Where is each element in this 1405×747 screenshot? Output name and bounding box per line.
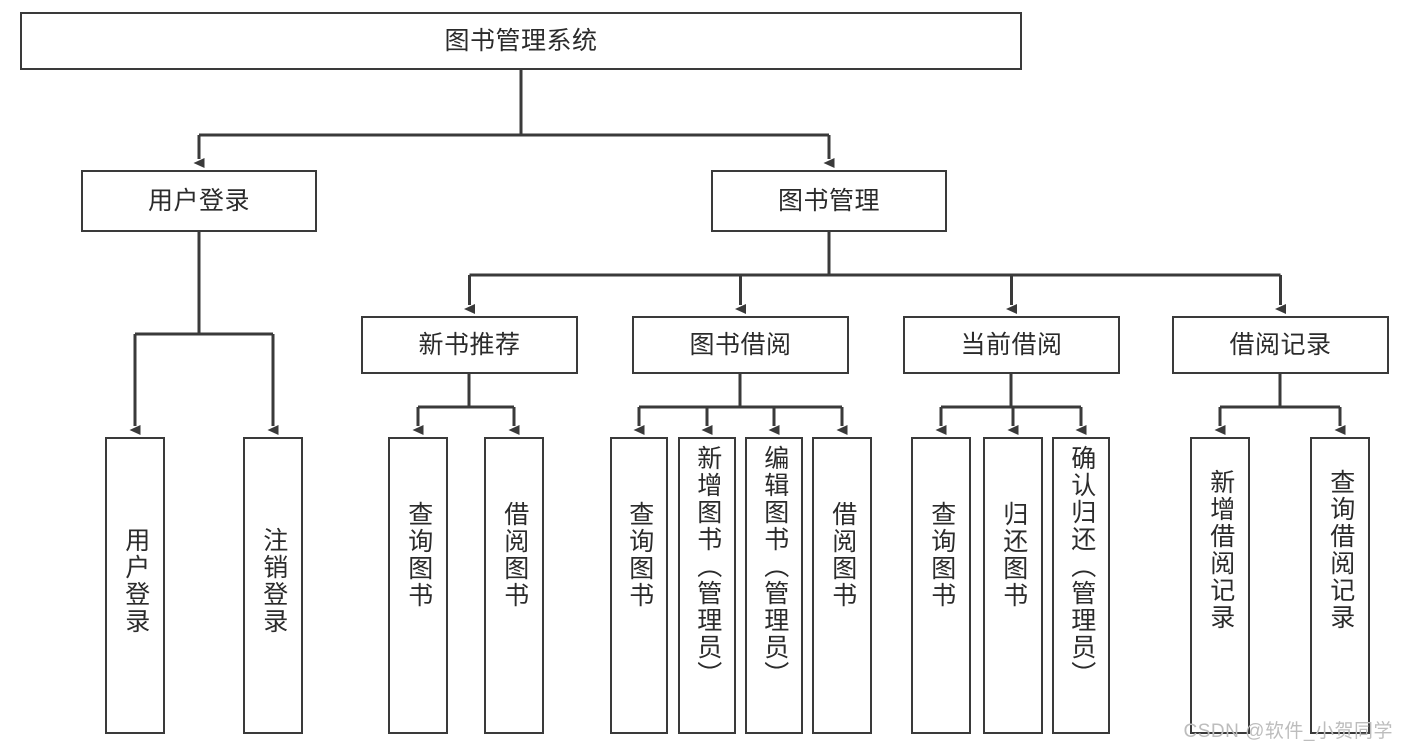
csdn-watermark: CSDN @软件_小贺同学 [1183, 721, 1393, 742]
node-book-borrow[interactable]: 图书借阅 [632, 316, 849, 374]
node-label: 用户登录 [121, 527, 150, 635]
node-label: 确认归还（管理员） [1067, 445, 1096, 688]
node-leaf-borrow-book-1[interactable]: 借阅图书 [484, 437, 544, 734]
node-leaf-add-record[interactable]: 新增借阅记录 [1190, 437, 1250, 734]
node-label: 编辑图书（管理员） [760, 445, 789, 688]
node-user-login[interactable]: 用户登录 [81, 170, 317, 232]
node-label: 新增借阅记录 [1206, 469, 1235, 631]
node-new-book-rec[interactable]: 新书推荐 [361, 316, 578, 374]
node-label: 图书管理系统 [444, 26, 598, 55]
node-leaf-query-book-1[interactable]: 查询图书 [388, 437, 448, 734]
node-label: 当前借阅 [960, 330, 1063, 359]
node-leaf-logout[interactable]: 注销登录 [243, 437, 303, 734]
node-leaf-add-book[interactable]: 新增图书（管理员） [678, 437, 736, 734]
node-label: 查询图书 [404, 501, 433, 609]
node-label: 借阅图书 [828, 501, 857, 609]
node-root-system[interactable]: 图书管理系统 [20, 12, 1022, 70]
node-leaf-borrow-book-2[interactable]: 借阅图书 [812, 437, 872, 734]
node-leaf-confirm-return[interactable]: 确认归还（管理员） [1052, 437, 1110, 734]
node-label: 借阅图书 [500, 501, 529, 609]
node-label: 用户登录 [147, 186, 250, 215]
node-leaf-query-book-2[interactable]: 查询图书 [610, 437, 668, 734]
node-leaf-return-book[interactable]: 归还图书 [983, 437, 1043, 734]
node-label: 注销登录 [259, 527, 288, 635]
node-leaf-user-login[interactable]: 用户登录 [105, 437, 165, 734]
node-label: 查询图书 [927, 501, 956, 609]
node-label: 图书管理 [777, 186, 880, 215]
node-label: 图书借阅 [689, 330, 792, 359]
node-label: 新增图书（管理员） [693, 445, 722, 688]
node-book-manage[interactable]: 图书管理 [711, 170, 947, 232]
node-leaf-query-book-3[interactable]: 查询图书 [911, 437, 971, 734]
node-label: 新书推荐 [418, 330, 521, 359]
node-leaf-query-record[interactable]: 查询借阅记录 [1310, 437, 1370, 734]
node-leaf-edit-book[interactable]: 编辑图书（管理员） [745, 437, 803, 734]
node-borrow-record[interactable]: 借阅记录 [1172, 316, 1389, 374]
node-current-borrow[interactable]: 当前借阅 [903, 316, 1120, 374]
node-label: 借阅记录 [1229, 330, 1332, 359]
node-label: 查询借阅记录 [1326, 469, 1355, 631]
node-label: 归还图书 [999, 501, 1028, 609]
node-label: 查询图书 [625, 501, 654, 609]
